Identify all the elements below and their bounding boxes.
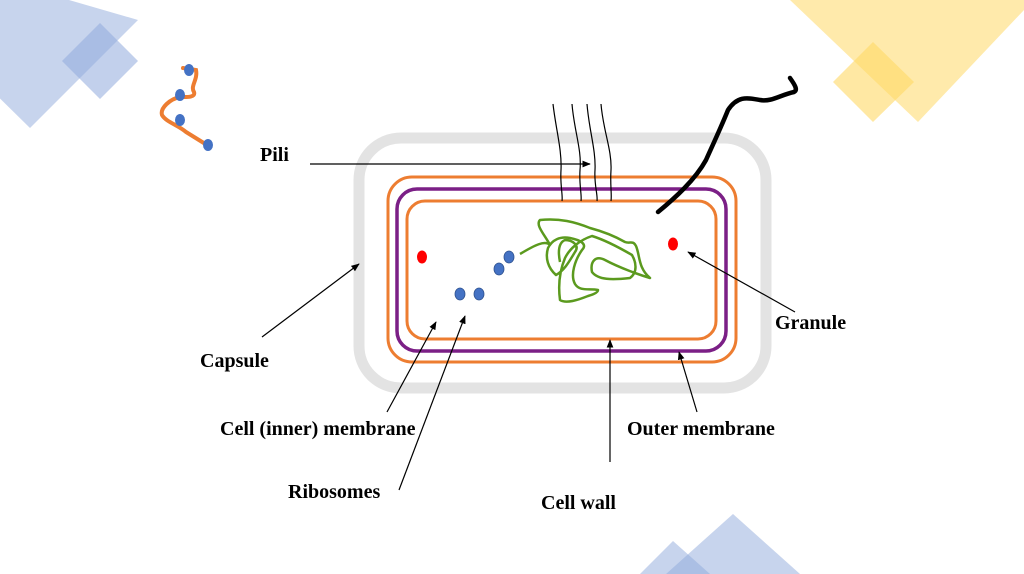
polyribosome-illustration (159, 64, 213, 151)
ribosome (473, 287, 485, 301)
deco-triangle-blue-large (666, 514, 800, 574)
arrow-ribosomes (398, 315, 466, 491)
pilus (586, 103, 598, 202)
ribosomes (454, 250, 515, 301)
pili (552, 103, 612, 202)
pilus (552, 103, 563, 202)
ribosome-dot (184, 64, 194, 76)
ribosome (493, 262, 505, 276)
pilus (571, 103, 582, 202)
decoration-bottom (640, 514, 800, 574)
ribosome (503, 250, 515, 264)
mrna-strand (159, 66, 209, 147)
ribosome-dot (175, 114, 185, 126)
label-outer-membrane: Outer membrane (627, 418, 775, 440)
capsule-layer (353, 132, 772, 394)
flagellum (655, 75, 799, 215)
label-cell-membrane: Cell (inner) membrane (220, 418, 416, 440)
label-capsule: Capsule (200, 350, 269, 372)
arrow-granule (687, 251, 796, 313)
nucleoid-dna (519, 218, 652, 303)
arrow-cell-membrane (386, 321, 437, 413)
deco-diamond-small (62, 23, 138, 99)
ribosome-dot (203, 139, 213, 151)
deco-diamond-yellow (833, 42, 914, 122)
deco-triangle-blue-small (640, 541, 710, 574)
granule (417, 250, 427, 264)
decoration-top-left (0, 0, 138, 128)
label-cell-wall: Cell wall (541, 492, 616, 514)
outer-membrane-layer (386, 175, 738, 364)
ribosome-dot (175, 89, 185, 101)
label-granule: Granule (775, 312, 846, 334)
arrow-capsule (261, 263, 360, 338)
decoration-top-right (790, 0, 1024, 122)
ribosome (454, 287, 466, 301)
inner-membrane-layer (405, 199, 718, 341)
granule (668, 237, 678, 251)
pointer-arrows (261, 160, 796, 491)
label-pili: Pili (260, 144, 289, 166)
pilus (600, 103, 612, 202)
arrow-outer-membrane (677, 351, 698, 413)
label-ribosomes: Ribosomes (288, 481, 380, 503)
deco-triangle-yellow (790, 0, 1024, 122)
